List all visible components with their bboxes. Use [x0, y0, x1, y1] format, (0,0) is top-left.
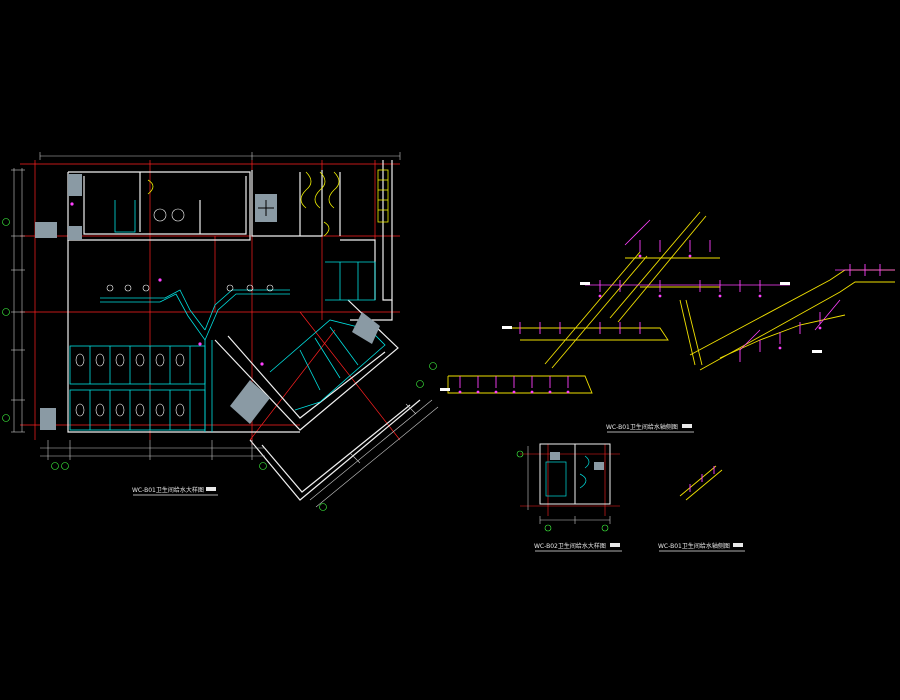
shaft-marks	[258, 200, 274, 216]
sanitary-partitions	[69, 200, 386, 432]
dimension-bottom	[40, 440, 265, 460]
grid-bubbles-left	[2, 218, 10, 422]
fixtures-yellow	[75, 169, 389, 417]
small-plan-walls	[539, 443, 611, 505]
pipe-network-yellow	[447, 211, 895, 394]
grid-bubbles-diagonal	[319, 362, 437, 511]
small-axon-valves	[689, 466, 715, 492]
dimension-left	[11, 168, 25, 433]
riser-markers	[70, 202, 264, 366]
axon-labels	[440, 282, 822, 391]
dimension-top	[39, 152, 401, 160]
caption-small-plan: WC-B02卫生间给水大样图	[534, 542, 622, 552]
pipe-network-magenta	[585, 219, 895, 351]
small-axon-pipe	[679, 465, 723, 501]
caption-axonometric: WC-B01卫生间给水轴侧图	[606, 423, 694, 433]
small-plan-bubbles	[516, 450, 609, 532]
caption-axonometric-text: WC-B01卫生间给水轴侧图	[606, 423, 678, 431]
shaft-blocks	[35, 174, 380, 430]
small-plan-fixtures	[545, 455, 590, 497]
axonometric-diagram: WC-B01卫生间给水轴侧图	[440, 211, 895, 433]
branch-valves	[459, 240, 881, 388]
small-axonometric: WC-B01卫生间给水轴侧图	[658, 465, 745, 552]
small-plan-shafts	[550, 452, 604, 470]
caption-small-plan-text: WC-B02卫生间给水大样图	[534, 542, 606, 550]
dimension-diagonal	[309, 399, 439, 508]
caption-main-plan: WC-B01卫生间给水大样图	[132, 486, 218, 496]
small-plan-dims	[527, 446, 611, 524]
small-plan: WC-B02卫生间给水大样图	[516, 443, 622, 552]
walls	[67, 160, 421, 501]
branch-fixture-dots	[458, 254, 822, 394]
small-plan-grid	[520, 444, 620, 516]
main-plan: WC-B01卫生间给水大样图	[2, 152, 439, 511]
caption-small-axon-text: WC-B01卫生间给水轴侧图	[658, 542, 730, 550]
caption-main-plan-text: WC-B01卫生间给水大样图	[132, 486, 204, 494]
grid-bubbles-bottom	[51, 462, 267, 470]
caption-small-axon: WC-B01卫生间给水轴侧图	[658, 542, 745, 552]
